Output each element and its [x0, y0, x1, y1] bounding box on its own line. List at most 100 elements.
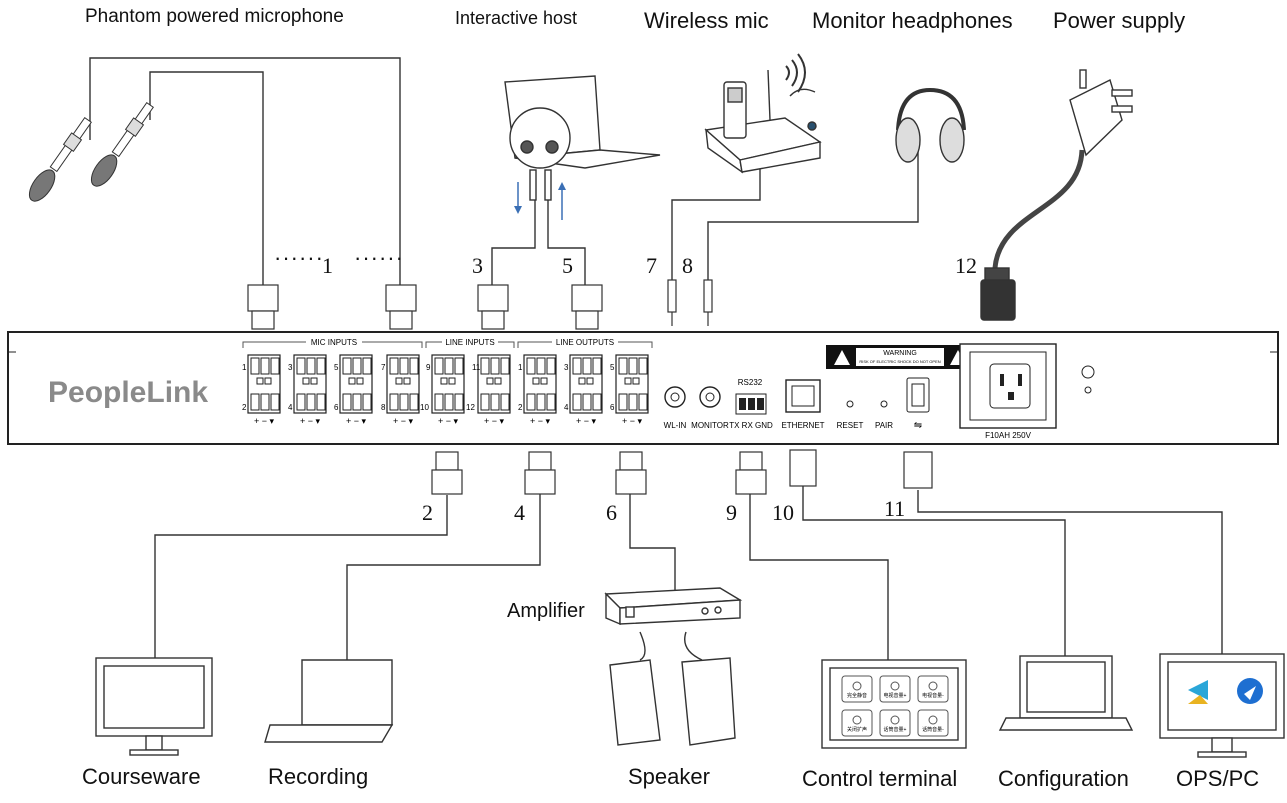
terminal-pin	[572, 393, 582, 411]
terminal-pin	[490, 393, 500, 411]
monitor-headphones-label: Monitor headphones	[812, 8, 1013, 33]
control-key[interactable]: 话筒音量+	[879, 709, 911, 737]
terminal-number-top: 7	[381, 363, 386, 372]
terminal-pin	[389, 393, 399, 411]
terminal-pin	[260, 393, 270, 411]
terminal-pin	[572, 357, 582, 375]
device-brand-logo: PeopleLink	[48, 376, 208, 409]
control-key[interactable]: 完全静音	[841, 675, 873, 703]
terminal-pin	[306, 393, 316, 411]
reset-button[interactable]	[846, 400, 854, 408]
terminal-pin	[480, 393, 490, 411]
terminal-screw	[486, 377, 494, 385]
terminal-number-bottom: 2	[518, 403, 523, 412]
connection-number-7: 7	[646, 253, 657, 278]
linein-bracket-gap	[442, 336, 498, 346]
terminal-screw	[395, 377, 403, 385]
pair-label: PAIR	[875, 421, 893, 430]
terminal-polarity-label: + − ▾	[576, 416, 597, 426]
recording-label: Recording	[268, 764, 369, 789]
connection-number-12: 12	[955, 253, 977, 278]
ops-pc-label: OPS/PC	[1176, 766, 1260, 791]
terminal-group[interactable]: 12+ − ▾	[518, 354, 557, 426]
terminal-pin	[536, 357, 546, 375]
control-key[interactable]: 电视音量-	[917, 675, 949, 703]
control-key[interactable]: 话筒音量-	[917, 709, 949, 737]
line-outputs-label: LINE OUTPUTS	[556, 338, 614, 347]
terminal-screw	[578, 377, 586, 385]
host-cable-5	[547, 200, 586, 285]
terminal-group[interactable]: 56+ − ▾	[334, 354, 373, 426]
terminal-screw	[540, 377, 548, 385]
connection-number-11: 11	[884, 496, 906, 521]
terminal-number-top: 9	[426, 363, 431, 372]
terminal-number-bottom: 2	[242, 403, 247, 412]
control-key[interactable]: 电视音量+	[879, 675, 911, 703]
top-connectors	[247, 279, 713, 330]
terminal-pin	[250, 357, 260, 375]
control-key[interactable]: 关闭扩声	[841, 709, 873, 737]
recording-cable-4	[346, 490, 541, 665]
warning-text-box	[856, 348, 944, 366]
terminal-polarity-label: + − ▾	[484, 416, 505, 426]
control-key-icon	[890, 715, 900, 725]
terminal-pin	[546, 393, 556, 411]
terminal-screw	[494, 377, 502, 385]
terminal-number-top: 3	[288, 363, 293, 372]
ethernet-socket	[791, 385, 815, 407]
control-key-icon	[928, 681, 938, 691]
monitor-jack-hole	[705, 392, 715, 402]
terminal-polarity-label: + − ▾	[438, 416, 459, 426]
terminal-number-bottom: 10	[420, 403, 429, 412]
terminal-pin	[342, 393, 352, 411]
terminal-pin	[399, 393, 409, 411]
terminal-number-top: 5	[334, 363, 339, 372]
power-plug-icon	[980, 69, 1133, 321]
ground-icon	[1081, 365, 1095, 379]
terminal-group[interactable]: 56+ − ▾	[610, 354, 649, 426]
terminal-group[interactable]: 34+ − ▾	[288, 354, 327, 426]
ops-cable-11	[917, 490, 1223, 655]
bottom-connectors	[431, 449, 933, 495]
terminal-number-bottom: 6	[334, 403, 339, 412]
terminal-number-bottom: 12	[466, 403, 475, 412]
mic-dots-left: ······	[274, 245, 324, 270]
terminal-screw	[532, 377, 540, 385]
recording-laptop-icon	[264, 659, 394, 743]
control-key-frame	[879, 675, 911, 703]
connection-number-8: 8	[682, 253, 693, 278]
terminal-group[interactable]: 34+ − ▾	[564, 354, 603, 426]
terminal-group[interactable]: 12+ − ▾	[242, 354, 281, 426]
terminal-number-bottom: 4	[288, 403, 293, 412]
terminal-number-top: 1	[242, 363, 247, 372]
rs232-pin-rx	[748, 398, 755, 410]
terminal-group[interactable]: 78+ − ▾	[381, 354, 420, 426]
reset-label: RESET	[837, 421, 864, 430]
control-keys: 完全静音电视音量+电视音量- 关闭扩声话筒音量+话筒音量-	[841, 675, 949, 737]
terminal-pin	[316, 393, 326, 411]
terminal-pin	[592, 393, 602, 411]
power-pin-ground	[1008, 392, 1014, 400]
pair-button[interactable]	[880, 400, 888, 408]
control-key-frame	[841, 675, 873, 703]
connection-number-9: 9	[726, 500, 737, 525]
terminal-pin	[409, 357, 419, 375]
control-key-icon	[890, 681, 900, 691]
monitor-cable-8	[707, 150, 919, 280]
up-arrowhead-icon	[558, 182, 566, 190]
terminal-screw	[403, 377, 411, 385]
terminal-pin	[296, 393, 306, 411]
warning-subtext: RISK OF ELECTRIC SHOCK DO NOT OPEN	[859, 359, 940, 364]
terminal-pin	[500, 357, 510, 375]
terminal-pin	[270, 357, 280, 375]
power-socket	[989, 363, 1031, 409]
monitor-label: MONITOR	[691, 421, 729, 430]
wl-in-jack-hole	[670, 392, 680, 402]
terminal-group[interactable]: 9 10 + − ▾	[420, 354, 465, 426]
terminal-pin	[434, 393, 444, 411]
terminal-pin	[480, 357, 490, 375]
connection-number-4: 4	[514, 500, 525, 525]
mic-dots-right: ······	[354, 245, 404, 270]
terminal-screw	[586, 377, 594, 385]
